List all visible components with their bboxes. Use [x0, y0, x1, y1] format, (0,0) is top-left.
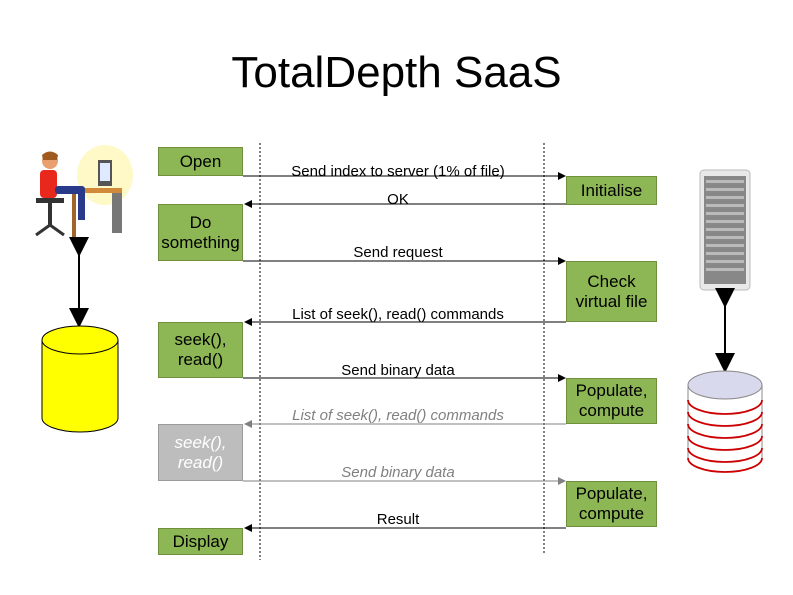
step-open: Open: [158, 147, 243, 176]
client-database-icon: [41, 325, 119, 433]
message-send-binary-repeat: Send binary data: [341, 464, 455, 481]
message-send-index: Send index to server (1% of file): [291, 163, 505, 180]
step-seek-read: seek(), read(): [158, 322, 243, 378]
step-initialise: Initialise: [566, 176, 657, 205]
step-check-virtual-file: Check virtual file: [566, 261, 657, 322]
message-result: Result: [376, 511, 420, 528]
message-ok: OK: [387, 191, 409, 208]
step-display: Display: [158, 528, 243, 555]
step-seek-read-repeat: seek(), read(): [158, 424, 243, 481]
page-title: TotalDepth SaaS: [231, 48, 562, 97]
user-at-computer-icon: [35, 145, 133, 238]
message-send-request: Send request: [353, 244, 443, 261]
message-send-binary: Send binary data: [341, 362, 455, 379]
server-tower-icon: [699, 169, 751, 291]
server-database-icon: [687, 370, 763, 473]
step-populate-compute-2: Populate, compute: [566, 481, 657, 527]
step-do-something: Do something: [158, 204, 243, 261]
message-list-commands: List of seek(), read() commands: [292, 306, 504, 323]
message-list-commands-repeat: List of seek(), read() commands: [292, 407, 504, 424]
step-populate-compute-1: Populate, compute: [566, 378, 657, 424]
